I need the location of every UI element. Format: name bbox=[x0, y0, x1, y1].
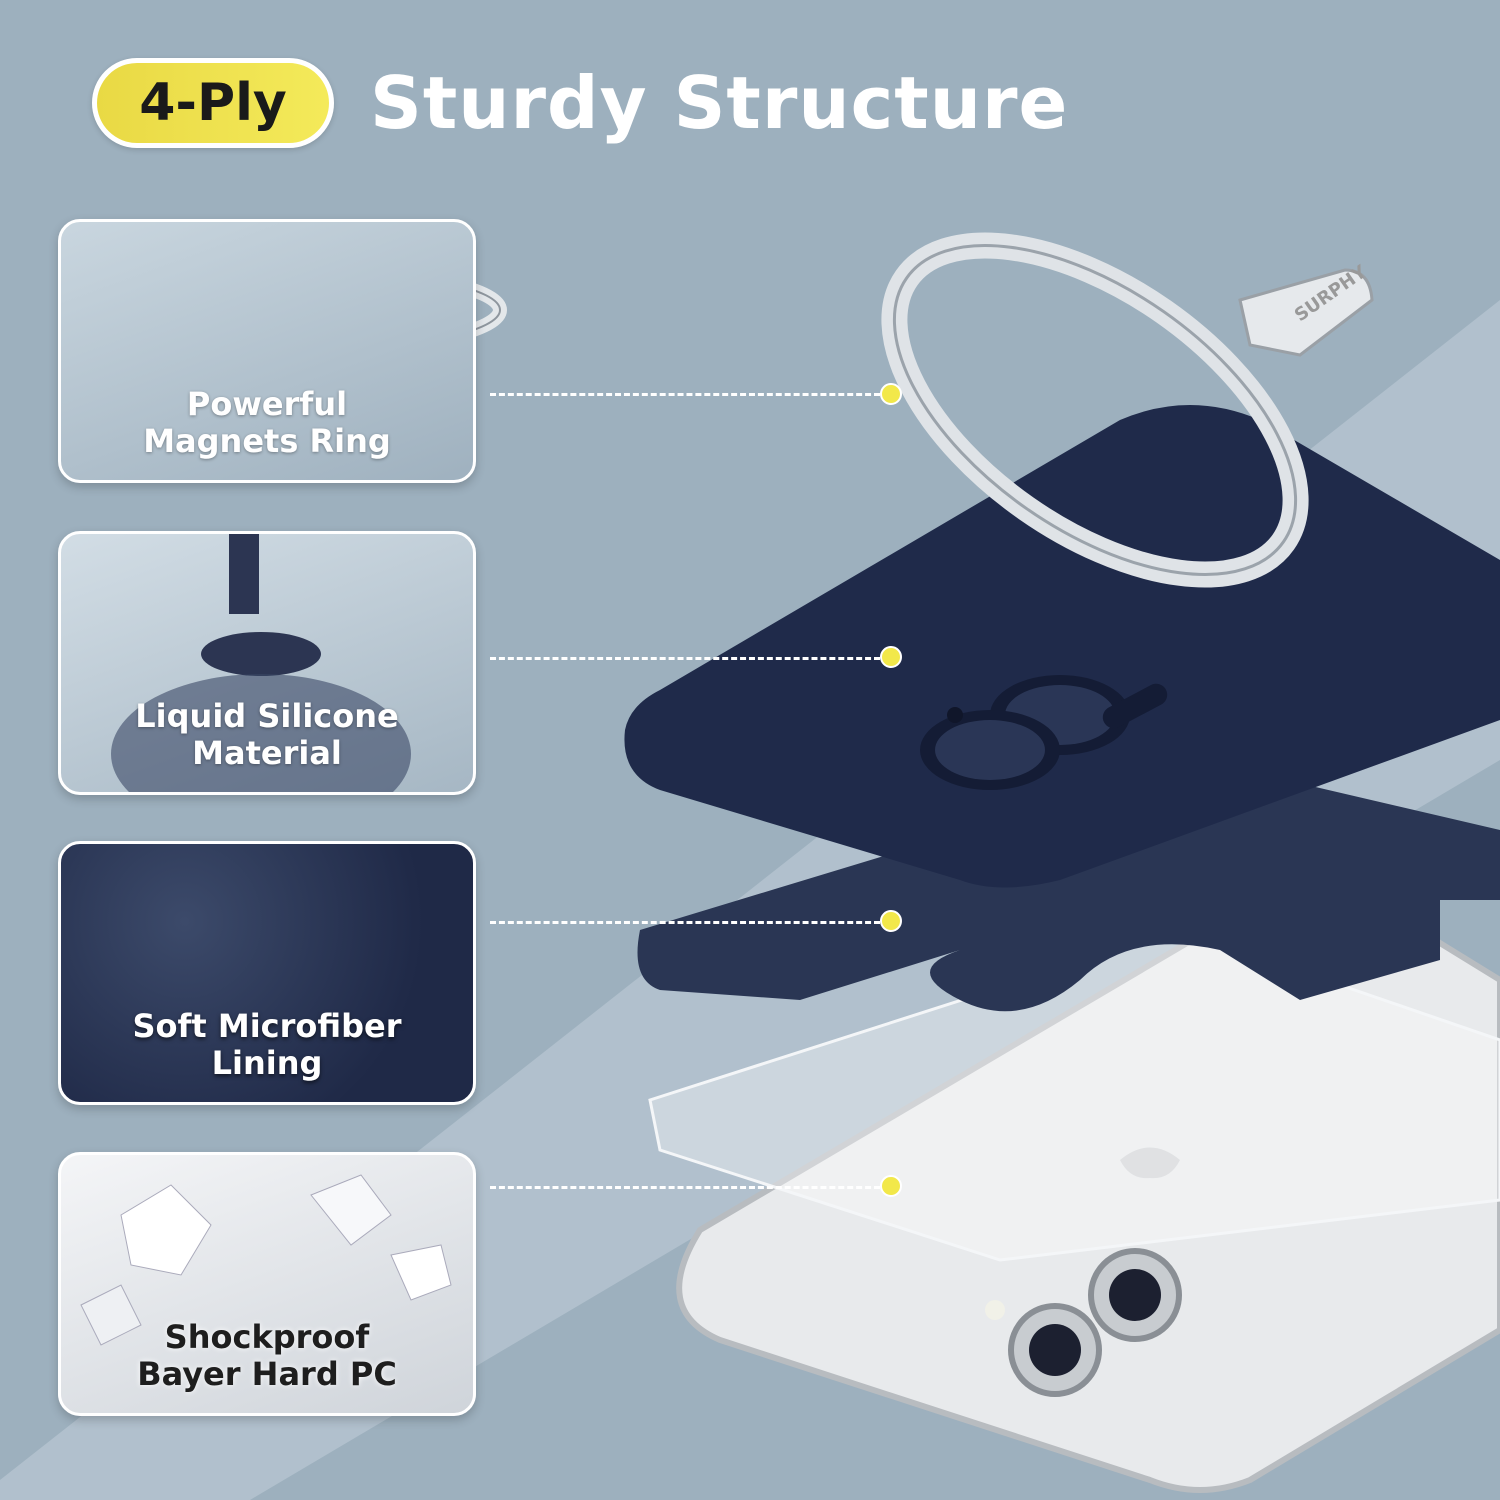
callout-dot bbox=[880, 910, 902, 932]
label-line: Lining bbox=[211, 1044, 323, 1082]
label-line: Magnets Ring bbox=[143, 422, 391, 460]
callout-dot bbox=[880, 1175, 902, 1197]
label-line: Shockproof bbox=[164, 1318, 370, 1356]
silicone-drip-image bbox=[111, 534, 411, 792]
microfiber-layer bbox=[637, 760, 1500, 1012]
label-line: Soft Microfiber bbox=[132, 1007, 402, 1045]
leader-line bbox=[490, 1186, 880, 1189]
phone-image bbox=[676, 882, 1500, 1493]
label-line: Material bbox=[192, 734, 342, 772]
leader-line bbox=[490, 657, 880, 660]
label-line: Powerful bbox=[186, 385, 348, 423]
callout-dot bbox=[880, 646, 902, 668]
page-title: Sturdy Structure bbox=[370, 61, 1069, 145]
callout-dot bbox=[880, 383, 902, 405]
leader-line bbox=[490, 921, 880, 924]
header: 4-Ply Sturdy Structure bbox=[92, 58, 1068, 148]
leader-line bbox=[490, 393, 880, 396]
ply-badge: 4-Ply bbox=[92, 58, 334, 148]
label-line: Liquid Silicone bbox=[135, 697, 399, 735]
crystals-image bbox=[80, 1174, 452, 1346]
label-line: Bayer Hard PC bbox=[137, 1355, 397, 1393]
